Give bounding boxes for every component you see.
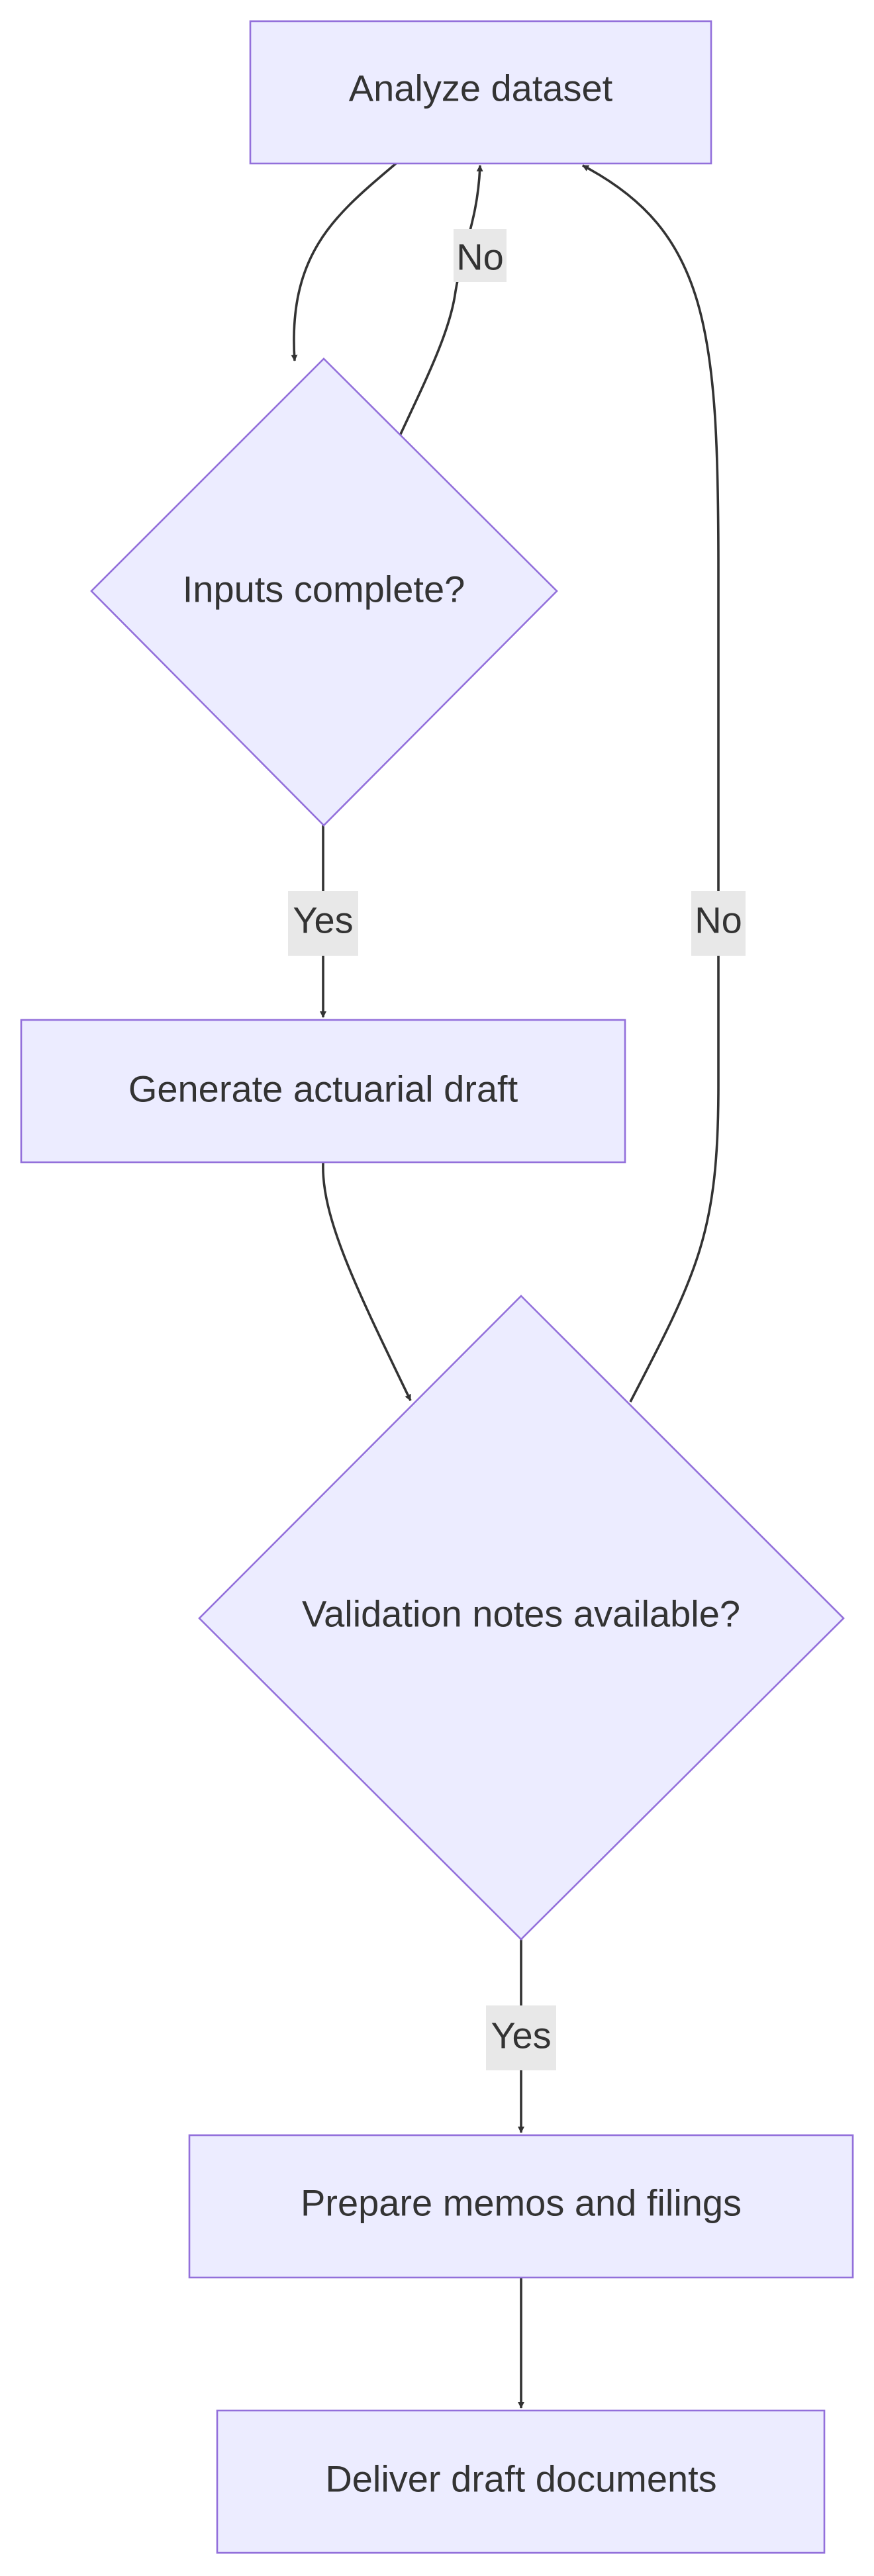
node-analyze-dataset[interactable]: Analyze dataset xyxy=(249,20,712,165)
edge-generate-to-validation xyxy=(322,1162,412,1401)
node-label: Analyze dataset xyxy=(349,68,613,109)
edge-label-validation-no: No xyxy=(691,891,746,956)
edge-label-text: Yes xyxy=(293,899,353,941)
edge-analyze-to-inputs xyxy=(291,162,397,361)
edge-labels: No Yes No Yes xyxy=(288,229,746,2070)
node-deliver-draft-documents[interactable]: Deliver draft documents xyxy=(216,2409,826,2554)
edge-label-text: No xyxy=(695,899,742,941)
edge-inputs-no-to-analyze xyxy=(399,165,483,436)
node-label: Deliver draft documents xyxy=(325,2458,716,2500)
node-validation-notes-available[interactable]: Validation notes available? xyxy=(198,1295,845,1941)
edge-label-text: No xyxy=(456,236,504,278)
node-label: Generate actuarial draft xyxy=(128,1068,518,1110)
node-inputs-complete[interactable]: Inputs complete? xyxy=(90,357,558,827)
edge-label-inputs-no: No xyxy=(454,229,507,282)
node-label: Validation notes available? xyxy=(302,1593,740,1635)
edge-label-text: Yes xyxy=(491,2015,551,2056)
node-label: Prepare memos and filings xyxy=(301,2182,742,2224)
edge-label-inputs-yes: Yes xyxy=(288,891,358,956)
edge-validation-no-to-analyze xyxy=(582,164,720,1403)
edge-label-validation-yes: Yes xyxy=(486,2005,556,2070)
node-prepare-memos-and-filings[interactable]: Prepare memos and filings xyxy=(188,2134,854,2279)
node-generate-actuarial-draft[interactable]: Generate actuarial draft xyxy=(20,1019,626,1164)
node-label: Inputs complete? xyxy=(183,569,465,610)
nodes: Analyze dataset Inputs complete? Generat… xyxy=(20,20,854,2554)
